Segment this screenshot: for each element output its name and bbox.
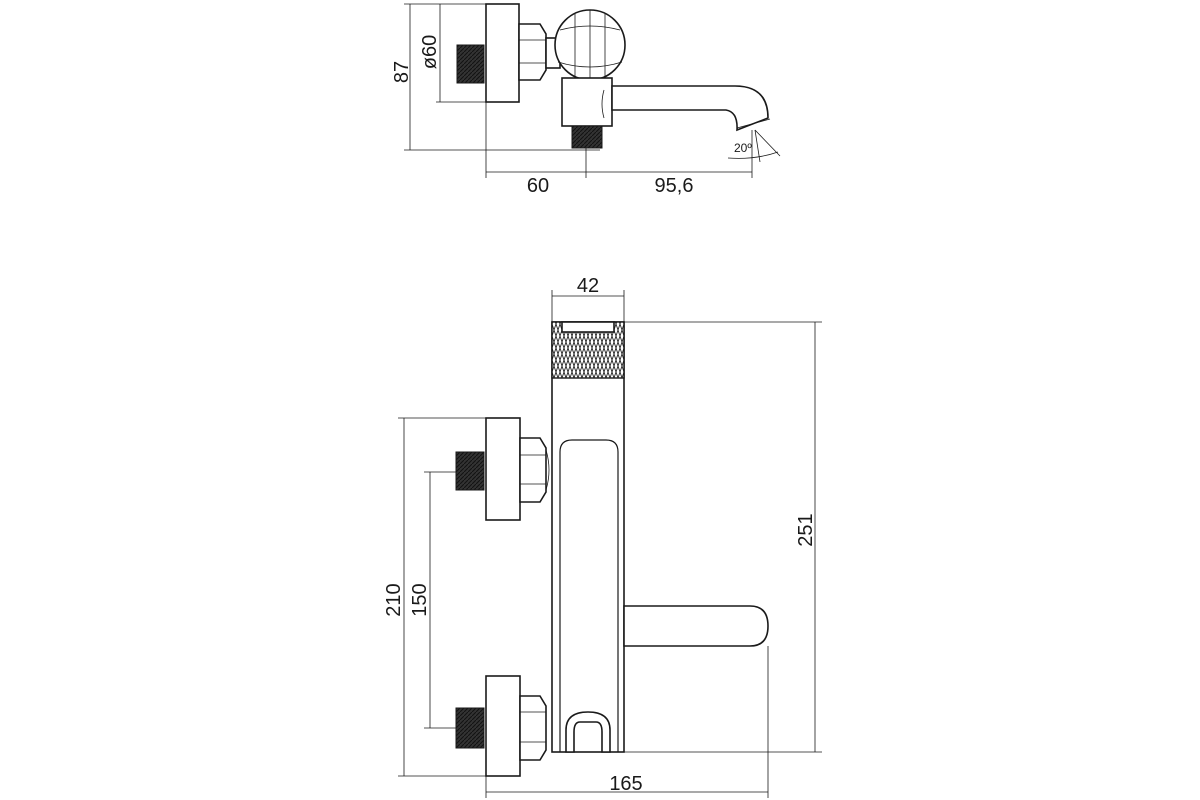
upper-inlet-thread	[455, 451, 485, 491]
shower-holder	[565, 711, 611, 753]
dim-95-6: 95,6	[655, 175, 694, 197]
dim-60: 60	[527, 175, 549, 197]
outlet-thread	[571, 125, 603, 149]
upper-wall-plate	[485, 417, 521, 521]
spout-side	[623, 605, 769, 647]
inlet-thread	[456, 44, 485, 84]
diverter-slot	[559, 439, 619, 752]
valve-body	[561, 77, 613, 127]
front-view: 42 251 210 150 165	[383, 275, 822, 798]
lower-hex-nut	[519, 695, 547, 761]
dim-diameter-60: ø60	[419, 35, 441, 69]
dim-angle-20: 20º	[734, 141, 752, 155]
lower-inlet-thread	[455, 707, 485, 749]
dim-150: 150	[409, 583, 431, 616]
upper-hex-nut	[519, 437, 547, 503]
dim-165: 165	[609, 773, 642, 795]
dim-87: 87	[391, 61, 413, 83]
dim-42: 42	[577, 275, 599, 297]
dim-210: 210	[383, 583, 405, 616]
mixer-body	[551, 321, 625, 753]
lower-wall-plate	[485, 675, 521, 777]
dim-251: 251	[795, 513, 817, 546]
top-view: 87 ø60 60 95,6 20º	[391, 3, 781, 197]
spout	[611, 85, 769, 132]
hex-nut	[518, 23, 547, 81]
wall-plate	[485, 3, 520, 103]
